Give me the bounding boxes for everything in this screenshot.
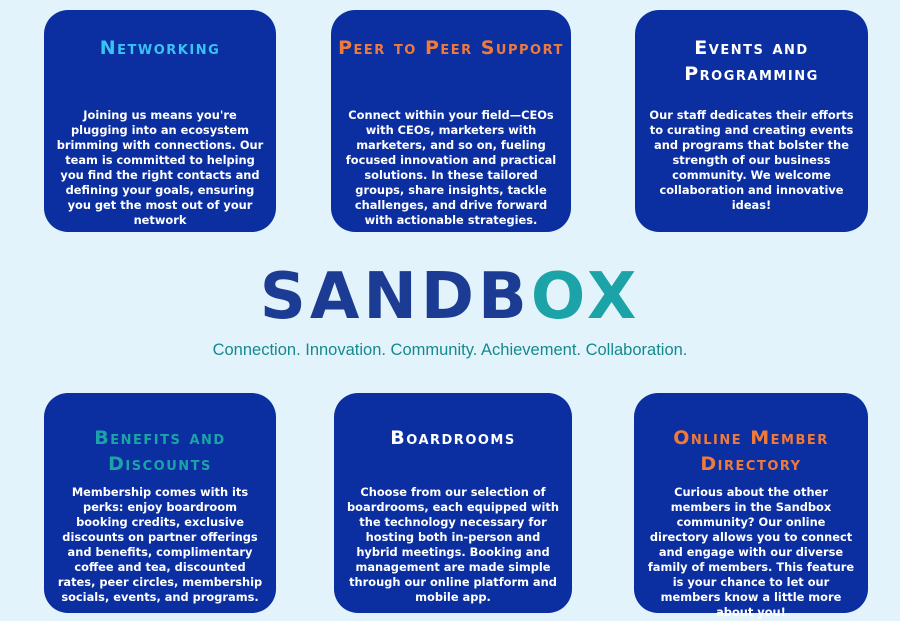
card-body: Membership comes with its perks: enjoy b…: [57, 485, 263, 604]
card-body: Connect within your field—CEOs with CEOs…: [345, 108, 557, 227]
card-benefits-and-discounts: Benefits and Discounts Membership comes …: [44, 393, 276, 613]
card-peer-to-peer-support: Peer to Peer Support Connect within your…: [331, 10, 571, 232]
card-body: Choose from our selection of boardrooms,…: [347, 485, 559, 604]
card-boardrooms: Boardrooms Choose from our selection of …: [334, 393, 572, 613]
card-body: Curious about the other members in the S…: [647, 485, 855, 619]
card-title: Networking: [99, 37, 221, 59]
card-networking: Networking Joining us means you're plugg…: [44, 10, 276, 232]
card-events-and-programming: Events and Programming Our staff dedicat…: [635, 10, 868, 232]
brand-logo-part-b: OX: [530, 260, 641, 334]
card-title: Benefits and Discounts: [94, 427, 226, 475]
brand-logo-part-a: SANDB: [259, 260, 531, 334]
card-title: Boardrooms: [390, 427, 516, 449]
card-title: Online Member Directory: [673, 427, 829, 475]
card-body: Our staff dedicates their efforts to cur…: [649, 108, 854, 212]
card-body: Joining us means you're plugging into an…: [56, 108, 264, 227]
card-title: Events and Programming: [684, 37, 819, 85]
brand-logo: SANDBOX: [0, 262, 900, 332]
card-title: Peer to Peer Support: [338, 37, 564, 59]
brand-tagline: Connection. Innovation. Community. Achie…: [212, 341, 688, 359]
card-online-member-directory: Online Member Directory Curious about th…: [634, 393, 868, 619]
